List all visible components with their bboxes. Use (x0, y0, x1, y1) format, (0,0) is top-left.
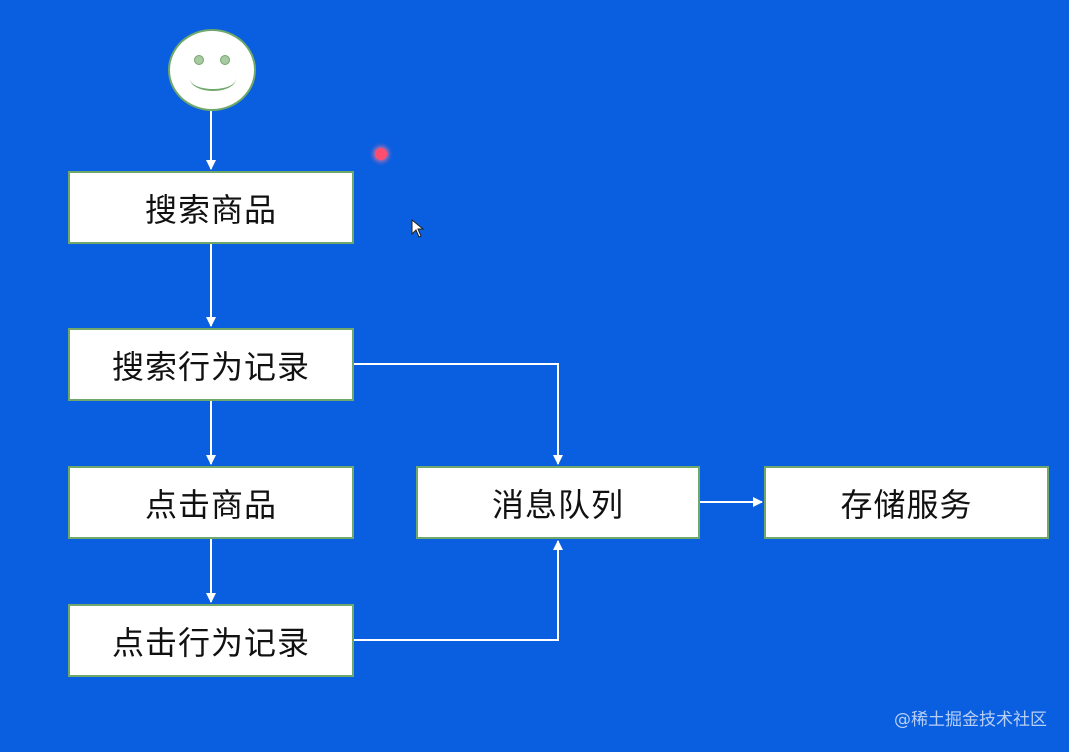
laser-pointer-icon (375, 148, 387, 160)
start-smiley-icon (168, 29, 256, 111)
node-label: 存储服务 (840, 485, 973, 524)
smiley-mouth (190, 67, 236, 91)
arrow-click-log-to-queue (354, 540, 563, 641)
smiley-left-eye (194, 55, 204, 65)
node-label: 消息队列 (491, 485, 624, 524)
node-click-behavior-log: 点击行为记录 (68, 604, 354, 677)
node-label: 搜索行为记录 (111, 347, 310, 386)
node-search-product: 搜索商品 (68, 171, 354, 244)
node-storage-service: 存储服务 (764, 466, 1049, 539)
node-label: 搜索商品 (144, 190, 277, 229)
node-label: 点击行为记录 (111, 623, 310, 662)
watermark: @稀土掘金技术社区 (894, 710, 1047, 730)
mouse-cursor-icon (411, 219, 425, 238)
node-click-product: 点击商品 (68, 466, 354, 539)
node-message-queue: 消息队列 (416, 466, 700, 539)
arrow-search-log-to-queue (354, 363, 563, 465)
node-label: 点击商品 (144, 485, 277, 524)
smiley-right-eye (220, 55, 230, 65)
node-search-behavior-log: 搜索行为记录 (68, 328, 354, 401)
